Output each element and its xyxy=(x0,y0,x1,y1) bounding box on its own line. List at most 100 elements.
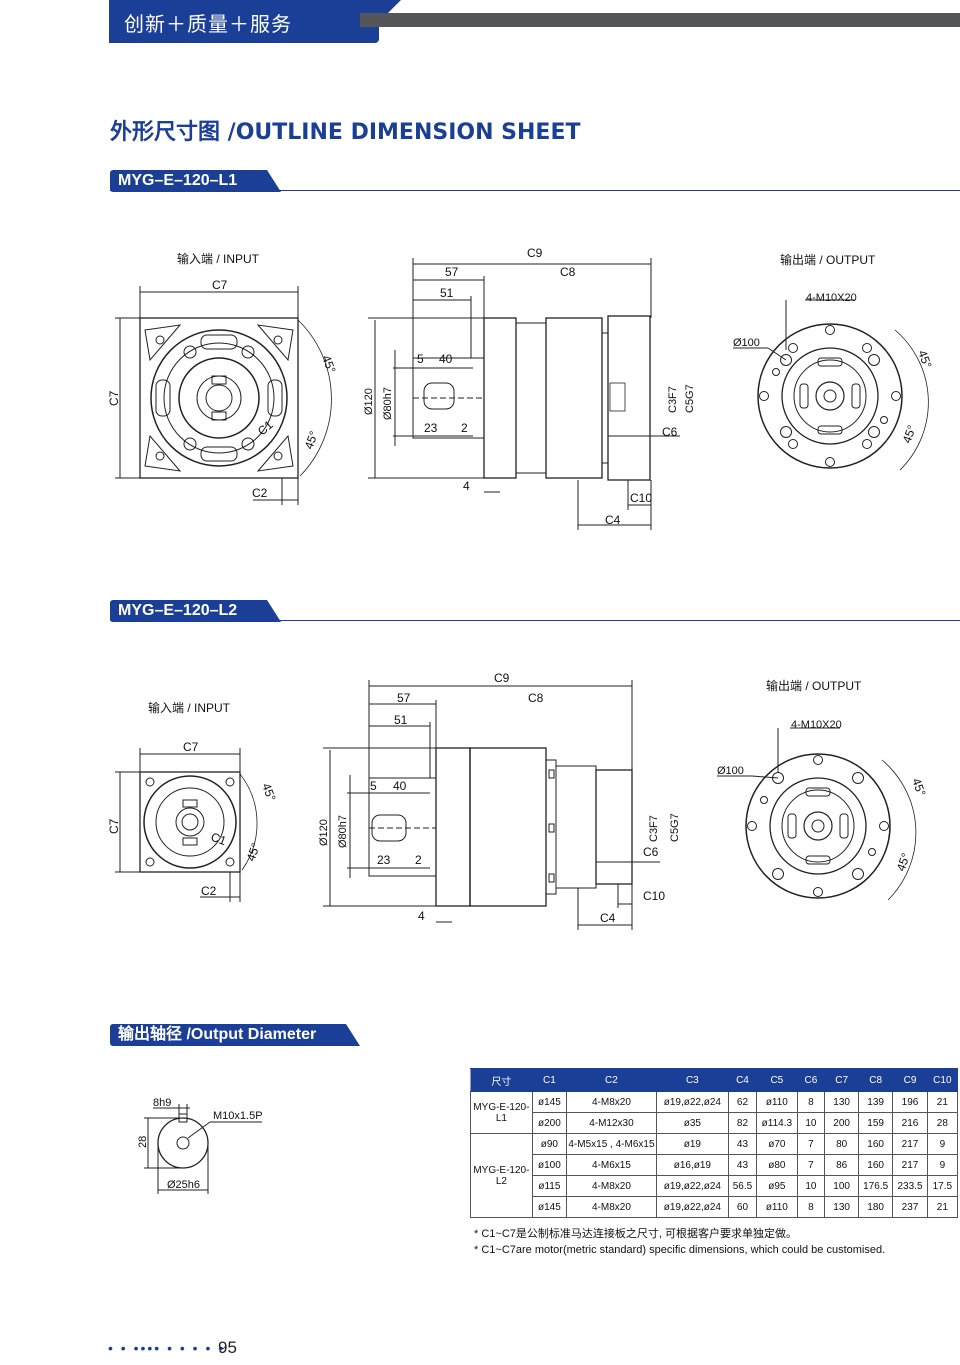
drawing-l2: 输入端 / INPUT C7 C7 C2 C1 45° 45° xyxy=(107,671,929,930)
l1-bolt: 4-M10X20 xyxy=(806,292,857,304)
l1-c3: C3F7 xyxy=(667,386,679,413)
th-c4: C4 xyxy=(727,1068,758,1092)
l1-input-label: 输入端 / INPUT xyxy=(177,251,260,266)
spec-table: 尺寸 C1 C2 C3 C4 C5 C6 C7 C8 C9 C10 MYG-E-… xyxy=(470,1068,959,1218)
l1-c6: C6 xyxy=(662,425,678,439)
th-c10: C10 xyxy=(926,1068,959,1092)
l1-deg45-b: 45° xyxy=(302,429,321,451)
table-row: ø100 4-M6x15 ø16,ø19 43 ø80 7 86 160 217… xyxy=(471,1154,959,1176)
shaft-diameter: Ø25h6 xyxy=(167,1179,200,1191)
l2-c5: C5G7 xyxy=(669,813,681,842)
th-c7: C7 xyxy=(824,1068,859,1092)
l1-d23: 23 xyxy=(424,421,438,435)
table-row: ø145 4-M8x20 ø19,ø22,ø24 60 ø110 8 130 1… xyxy=(471,1196,959,1218)
th-c2: C2 xyxy=(565,1068,657,1092)
section-l1-title: MYG–E–120–L1 xyxy=(110,170,282,192)
l1-d4: 4 xyxy=(463,479,470,493)
l2-c9: C9 xyxy=(494,671,510,685)
table-row: ø200 4-M12x30 ø35 82 ø114.3 10 200 159 2… xyxy=(471,1112,959,1134)
l2-d57: 57 xyxy=(397,691,411,705)
l1-d80: Ø80h7 xyxy=(382,387,394,420)
th-size: 尺寸 xyxy=(470,1068,533,1092)
l1-d2: 2 xyxy=(461,421,468,435)
l2-d40: 40 xyxy=(393,779,407,793)
th-c1: C1 xyxy=(531,1068,567,1092)
shaft-height: 28 xyxy=(137,1136,149,1148)
l1-out-deg45-a: 45° xyxy=(915,348,934,370)
section-l2-bar: MYG–E–120–L2 xyxy=(110,600,960,622)
l2-input-label: 输入端 / INPUT xyxy=(148,700,231,715)
table-row: MYG-E-120-L2 ø90 4-M5x15 , 4-M6x15 ø19 4… xyxy=(470,1133,959,1218)
l1-d57: 57 xyxy=(445,265,459,279)
l1-c8: C8 xyxy=(560,265,576,279)
l1-c10: C10 xyxy=(630,491,652,505)
l1-d100: Ø100 xyxy=(733,337,760,349)
l1-out-deg45-b: 45° xyxy=(900,423,919,445)
l2-out-deg45-b: 45° xyxy=(894,851,913,873)
l2-c3: C3F7 xyxy=(648,815,660,842)
l1-d120: Ø120 xyxy=(363,388,375,415)
l2-d23: 23 xyxy=(377,853,391,867)
l1-d5: 5 xyxy=(417,352,424,366)
shaft-thread: M10x1.5P xyxy=(213,1110,263,1122)
th-c3: C3 xyxy=(655,1068,729,1092)
l2-c4: C4 xyxy=(600,911,616,925)
page-number: 95 xyxy=(218,1338,237,1357)
l1-c1: C1 xyxy=(255,418,276,439)
brand-slogan: 创新＋质量＋服务 xyxy=(124,12,292,36)
l2-c10: C10 xyxy=(643,889,665,903)
l1-c5: C5G7 xyxy=(684,384,696,413)
l1-c2: C2 xyxy=(252,486,268,500)
th-c5: C5 xyxy=(756,1068,798,1092)
l2-out-deg45-a: 45° xyxy=(909,776,928,798)
drawing-l1: 输入端 / INPUT C7 C7 C2 C1 45° 45° xyxy=(107,246,935,530)
l2-d4: 4 xyxy=(418,909,425,923)
footer-dots: • • •••• • • • • • xyxy=(108,1340,226,1356)
note-cn: * C1~C7是公制标准马达连接板之尺寸, 可根据客户要求单独定做。 xyxy=(474,1228,797,1240)
sheet-title: 外形尺寸图 /OUTLINE DIMENSION SHEET xyxy=(110,120,581,145)
l1-output-label: 输出端 / OUTPUT xyxy=(780,252,876,267)
l2-d100: Ø100 xyxy=(717,765,744,777)
l2-d5: 5 xyxy=(370,779,377,793)
l1-c7-h: C7 xyxy=(212,278,228,292)
l2-c8: C8 xyxy=(528,691,544,705)
model-cell: MYG-E-120-L2 xyxy=(470,1133,533,1218)
l2-bolt: 4-M10X20 xyxy=(791,719,842,731)
l1-c4: C4 xyxy=(605,513,621,527)
l1-c7-v: C7 xyxy=(107,390,121,406)
l2-c7-v: C7 xyxy=(107,818,121,834)
l2-c7-h: C7 xyxy=(183,740,199,754)
shaft-drawing: 8h9 M10x1.5P 28 Ø25h6 xyxy=(137,1097,263,1194)
th-c8: C8 xyxy=(857,1068,894,1092)
l2-d120: Ø120 xyxy=(318,819,330,846)
l1-c9: C9 xyxy=(527,246,543,260)
l1-d51: 51 xyxy=(440,286,454,300)
l1-deg45-a: 45° xyxy=(319,353,338,375)
l2-c6: C6 xyxy=(643,845,659,859)
shaft-key: 8h9 xyxy=(153,1097,171,1109)
l2-d80: Ø80h7 xyxy=(337,815,349,848)
table-body: MYG-E-120-L1 ø145 4-M8x20 ø19,ø22,ø24 62… xyxy=(470,1091,959,1218)
l2-c1: C1 xyxy=(209,830,229,849)
l2-d2: 2 xyxy=(415,853,422,867)
l2-deg45-a: 45° xyxy=(259,781,278,803)
l2-deg45-b: 45° xyxy=(244,841,263,863)
note-en: * C1~C7are motor(metric standard) specif… xyxy=(474,1244,886,1256)
section-l2-title: MYG–E–120–L2 xyxy=(110,600,282,622)
table-header-row: 尺寸 C1 C2 C3 C4 C5 C6 C7 C8 C9 C10 xyxy=(470,1068,959,1092)
th-c6: C6 xyxy=(796,1068,826,1092)
section-output-diameter-title: 输出轴径 /Output Diameter xyxy=(110,1024,361,1046)
table-notes: * C1~C7是公制标准马达连接板之尺寸, 可根据客户要求单独定做。 * C1~… xyxy=(474,1226,885,1258)
l2-c2: C2 xyxy=(201,884,217,898)
header-rule xyxy=(360,13,960,27)
l1-d40: 40 xyxy=(439,352,453,366)
model-cell: MYG-E-120-L1 xyxy=(470,1091,533,1134)
page-header: 创新＋质量＋服务 xyxy=(0,0,960,44)
section-output-diameter-bar: 输出轴径 /Output Diameter xyxy=(110,1024,370,1046)
table-row: ø115 4-M8x20 ø19,ø22,ø24 56.5 ø95 10 100… xyxy=(471,1175,959,1197)
section-l1-bar: MYG–E–120–L1 xyxy=(110,170,960,192)
th-c9: C9 xyxy=(892,1068,928,1092)
l2-d51: 51 xyxy=(394,713,408,727)
l2-output-label: 输出端 / OUTPUT xyxy=(766,678,862,693)
table-row: MYG-E-120-L1 ø145 4-M8x20 ø19,ø22,ø24 62… xyxy=(470,1091,959,1134)
